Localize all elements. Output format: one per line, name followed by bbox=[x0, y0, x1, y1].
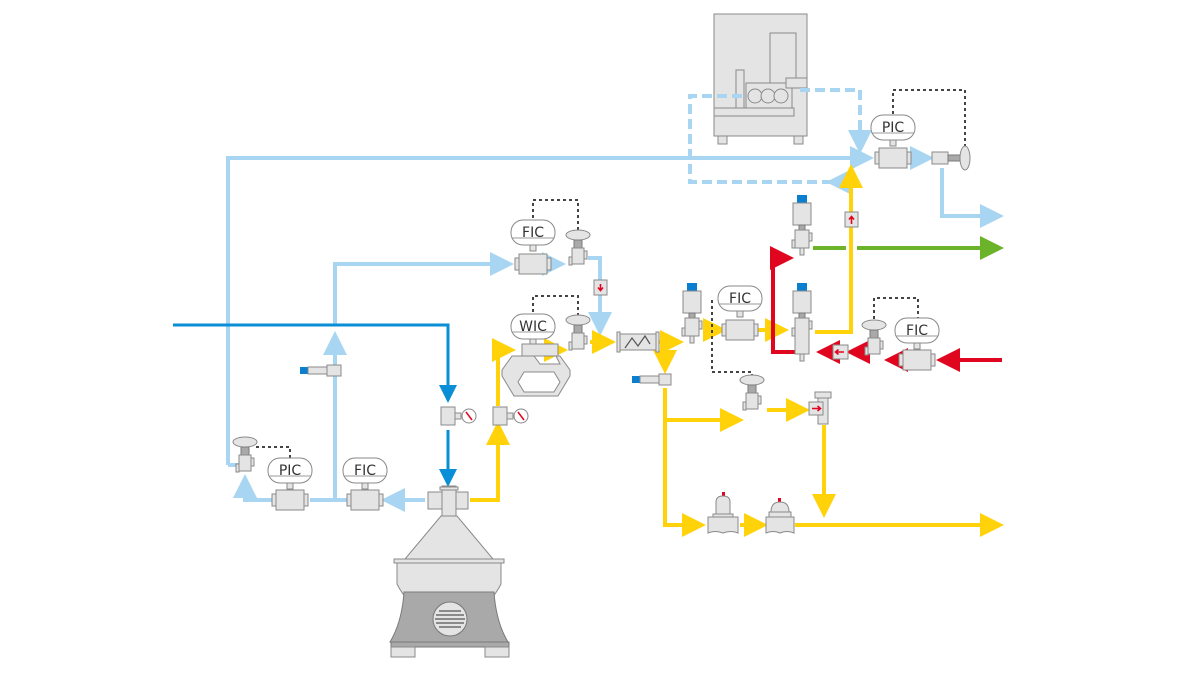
controller-labels: PIC FIC WIC FIC FIC PIC FIC bbox=[279, 120, 928, 479]
pic-top-label: PIC bbox=[882, 120, 905, 136]
product-feed-line bbox=[173, 323, 457, 487]
seat-valve bbox=[791, 195, 813, 256]
sight-glass-yellow bbox=[844, 211, 859, 228]
flow-meter-body bbox=[271, 489, 309, 511]
pressure-control-valve bbox=[931, 145, 971, 171]
pic-top-controller bbox=[870, 114, 916, 147]
control-valves bbox=[232, 145, 971, 473]
controllers bbox=[267, 114, 940, 490]
seat-valve bbox=[791, 283, 813, 362]
cip-out-line bbox=[940, 168, 1004, 228]
coriolis-mass-meter bbox=[501, 343, 571, 397]
temperature-sensor-cip bbox=[300, 364, 342, 377]
wic-label: WIC bbox=[519, 319, 547, 335]
cip-upper-branch bbox=[333, 252, 514, 325]
centrifugal-separator bbox=[389, 485, 510, 658]
flow-meter-body bbox=[874, 147, 912, 169]
control-valve bbox=[565, 314, 591, 351]
cip-supply-lines bbox=[226, 146, 1004, 512]
control-valve bbox=[232, 436, 258, 473]
temperature-sensor-product bbox=[632, 373, 672, 386]
signal-lines bbox=[256, 89, 966, 462]
flow-meter-body bbox=[346, 489, 384, 511]
pressure-regulator bbox=[707, 492, 739, 534]
flow-meters bbox=[271, 147, 936, 511]
sight-glass-cip bbox=[593, 279, 608, 296]
flow-meter-body bbox=[514, 253, 552, 275]
control-valve bbox=[739, 374, 765, 411]
flow-meter-body bbox=[898, 349, 936, 371]
fic-right-controller bbox=[894, 317, 940, 350]
inline-strainer bbox=[808, 391, 832, 425]
control-valve bbox=[861, 319, 887, 356]
seat-valves bbox=[681, 195, 813, 362]
cip-pic-bottom bbox=[233, 474, 280, 502]
fic-mid-controller bbox=[717, 285, 763, 318]
pressure-gauge-feed bbox=[440, 406, 477, 426]
wic-controller bbox=[510, 313, 556, 346]
pic-bottom-controller bbox=[267, 457, 313, 490]
seat-valve bbox=[681, 283, 703, 344]
fic-right-label: FIC bbox=[906, 323, 928, 339]
constant-pressure-valve bbox=[765, 498, 795, 534]
sight-glass-red bbox=[832, 344, 849, 360]
fic-upper-label: FIC bbox=[522, 225, 544, 241]
static-mixer bbox=[616, 331, 660, 353]
fic-mid-label: FIC bbox=[729, 291, 751, 307]
flow-meter-body bbox=[721, 319, 759, 341]
fic-upper-controller bbox=[510, 219, 556, 252]
homogenizer bbox=[713, 13, 808, 145]
cip-main-line bbox=[226, 146, 874, 465]
fic-bottom-label: FIC bbox=[354, 463, 376, 479]
product-out-lines bbox=[470, 164, 1004, 537]
cip-down-to-mixer bbox=[588, 256, 612, 336]
fic-bottom-controller bbox=[342, 457, 388, 490]
pic-bottom-label: PIC bbox=[279, 463, 302, 479]
pressure-gauge-product bbox=[492, 406, 529, 426]
control-valve bbox=[565, 229, 591, 266]
